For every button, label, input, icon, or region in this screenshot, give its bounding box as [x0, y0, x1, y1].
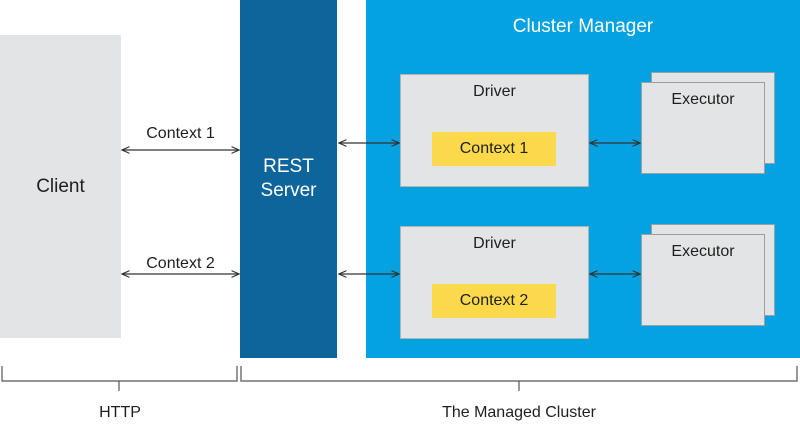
cluster-manager-title: Cluster Manager — [512, 16, 654, 37]
driver-context-2: Context 2 — [432, 284, 556, 318]
driver-label-2: Driver — [473, 235, 516, 252]
driver-context-1-label: Context 1 — [459, 140, 529, 157]
driver-label-1: Driver — [473, 83, 516, 100]
bracket-label-managed-cluster: The Managed Cluster — [442, 404, 596, 421]
driver-box-1 — [400, 74, 589, 187]
bracket-http — [1, 366, 238, 382]
bracket-label-http: HTTP — [99, 404, 141, 421]
connection-label-2: Context 2 — [146, 255, 215, 272]
client-box — [0, 35, 121, 338]
driver-context-2-label: Context 2 — [459, 292, 529, 309]
rest-server-label: REST Server — [260, 156, 317, 201]
connection-label-1: Context 1 — [146, 125, 215, 142]
executor-label-1: Executor — [671, 91, 735, 108]
rest-server-box: REST Server — [240, 0, 337, 358]
driver-context-1: Context 1 — [432, 132, 556, 166]
executor-label-2: Executor — [671, 243, 735, 260]
bracket-managed-cluster — [240, 366, 798, 382]
executor-front-2 — [641, 234, 765, 326]
client-label: Client — [36, 175, 85, 197]
executor-front-1 — [641, 82, 765, 174]
driver-box-2 — [400, 226, 589, 339]
